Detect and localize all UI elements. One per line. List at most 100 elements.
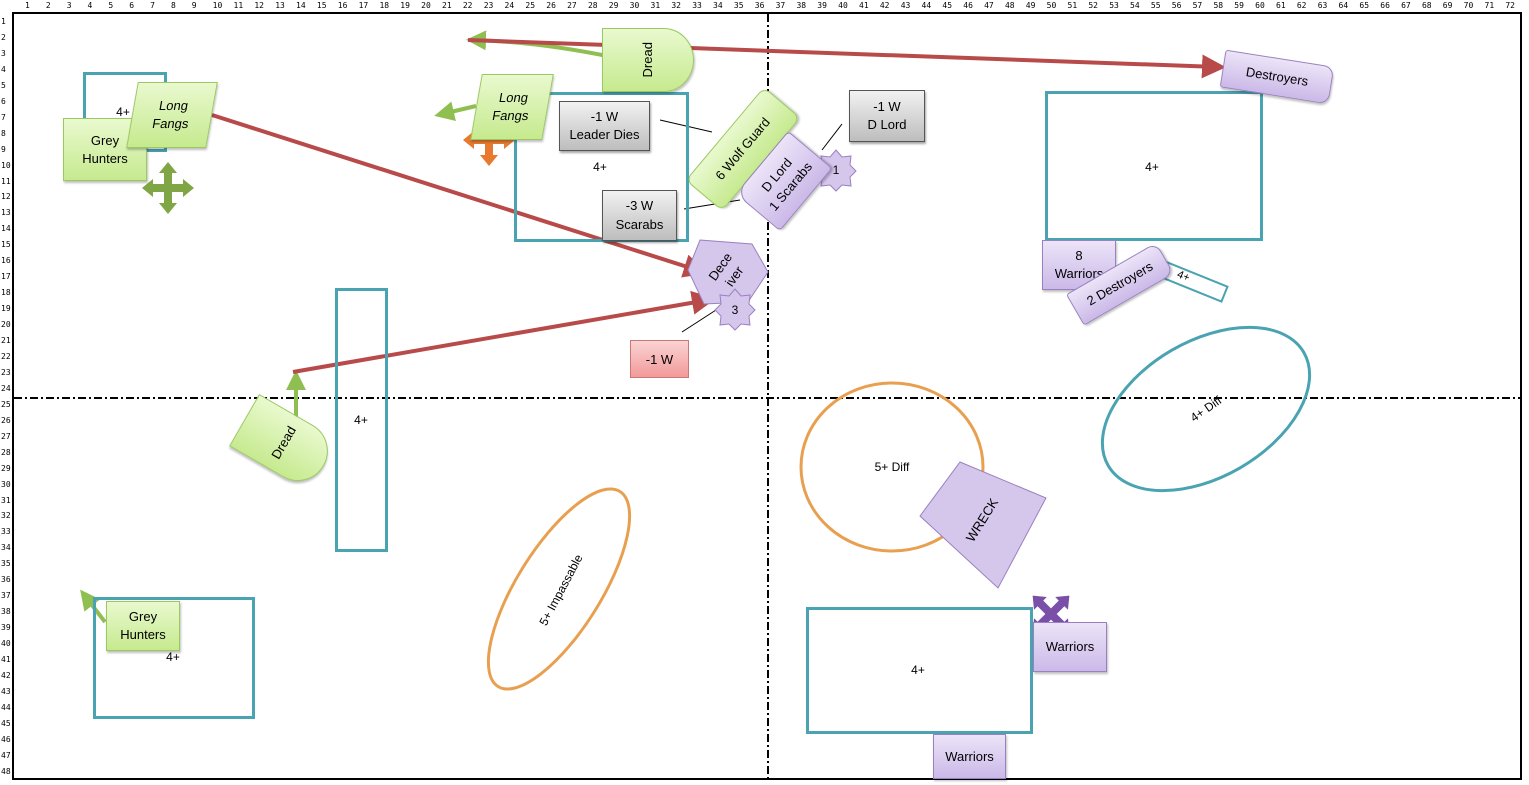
row-number: 45 (1, 718, 11, 728)
column-number: 46 (963, 1, 973, 10)
row-number: 35 (1, 559, 11, 569)
unit-label: Long (157, 98, 190, 114)
column-number: 26 (546, 1, 556, 10)
unit-label: Fangs (491, 108, 530, 123)
row-number: 36 (1, 575, 11, 585)
column-number: 14 (296, 1, 306, 10)
row-number: 24 (1, 383, 11, 393)
column-number: 1 (25, 1, 30, 10)
column-number: 3 (66, 1, 72, 10)
column-number: 61 (1276, 1, 1286, 10)
unit-warriors[interactable]: Warriors (933, 734, 1006, 779)
row-number: 13 (1, 208, 11, 218)
row-number: 3 (1, 48, 6, 58)
column-number: 8 (170, 1, 176, 10)
column-number: 20 (421, 1, 431, 10)
column-number: 58 (1213, 1, 1224, 10)
column-number: 11 (233, 1, 244, 10)
row-number: 29 (1, 463, 11, 473)
column-number: 39 (817, 1, 827, 10)
column-number: 54 (1130, 1, 1140, 10)
unit-label: Warriors (1054, 266, 1104, 281)
row-number: 5 (1, 80, 6, 90)
column-number: 13 (275, 1, 285, 10)
unit-label: 8 (1075, 248, 1083, 264)
column-number: 4 (87, 1, 93, 10)
column-number: 47 (984, 1, 994, 10)
column-number: 42 (879, 1, 890, 10)
unit-warriors[interactable]: Warriors (1033, 622, 1107, 672)
terrain-label: 4+ (116, 105, 130, 119)
terrain-label: 4+ (354, 413, 368, 427)
row-number: 12 (1, 192, 11, 202)
wound-marker: 3 (731, 303, 739, 317)
column-number: 15 (316, 1, 327, 10)
terrain-label: 4+ (593, 160, 607, 174)
terrain-label: 4+ (166, 650, 180, 664)
terrain-area (806, 607, 1033, 734)
row-number: 20 (1, 320, 11, 330)
unit-label: Long (497, 90, 530, 106)
row-number: 7 (1, 112, 6, 122)
unit-label: Warriors (1045, 639, 1095, 655)
unit-label: Dread (268, 423, 300, 462)
callout-text: -3 W (625, 198, 654, 214)
column-number: 60 (1255, 1, 1265, 10)
column-number: 24 (504, 1, 515, 10)
row-number: 47 (1, 750, 11, 760)
column-number: 29 (608, 1, 619, 10)
column-number: 36 (754, 1, 765, 10)
unit-dreadnought[interactable]: Dread (602, 28, 694, 92)
column-number: 28 (587, 1, 598, 10)
column-number: 66 (1380, 1, 1390, 10)
green-move-cross-icon (142, 162, 194, 214)
row-number: 1 (1, 17, 6, 26)
column-number: 17 (358, 1, 369, 10)
row-number: 19 (1, 304, 11, 314)
callout-text: -1 W (873, 98, 901, 114)
row-number: 16 (1, 256, 11, 266)
terrain-area (335, 288, 388, 552)
column-number: 38 (796, 1, 807, 10)
wound-marker: 1 (832, 163, 840, 177)
row-number: 28 (1, 447, 11, 457)
row-number: 22 (1, 351, 11, 361)
column-number: 64 (1338, 1, 1349, 10)
difficult-terrain-ellipse (1100, 325, 1312, 493)
column-number: 30 (629, 1, 640, 10)
callout-text: Leader Dies (569, 127, 640, 142)
column-number: 72 (1505, 1, 1515, 10)
row-number: 34 (1, 543, 11, 553)
column-number: 7 (150, 1, 155, 10)
column-number: 31 (650, 1, 661, 10)
column-number: 68 (1421, 1, 1432, 10)
row-number: 4 (1, 64, 6, 74)
row-number: 25 (1, 399, 11, 409)
row-number: 15 (1, 240, 11, 250)
row-number: 48 (1, 766, 11, 776)
row-number: 41 (1, 655, 11, 664)
unit-label: Hunters (120, 627, 166, 642)
callout-deceiver: -1 W (630, 340, 689, 378)
column-number: 43 (900, 1, 911, 10)
column-number: 23 (483, 1, 494, 10)
column-number: 49 (1025, 1, 1036, 10)
column-number: 44 (921, 1, 932, 10)
row-number: 40 (1, 639, 11, 649)
column-number: 35 (733, 1, 744, 10)
column-number: 25 (525, 1, 536, 10)
enemy-move-arrows (211, 38, 1226, 374)
column-number: 50 (1046, 1, 1057, 10)
row-number: 21 (1, 336, 11, 345)
row-number: 8 (1, 128, 6, 138)
row-number: 30 (1, 479, 11, 489)
column-number: 32 (671, 1, 681, 10)
row-number: 14 (1, 224, 11, 234)
